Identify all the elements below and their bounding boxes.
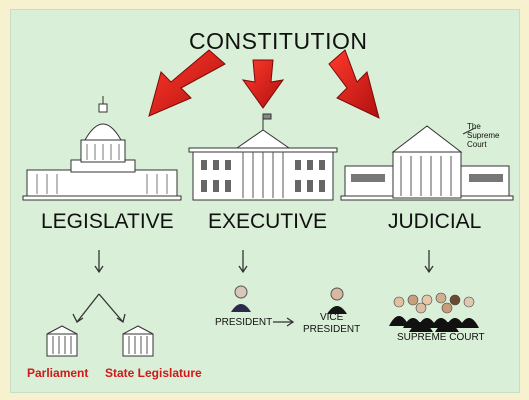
- state-legislature-building-icon: [122, 325, 154, 357]
- down-arrow-legislative: [94, 250, 104, 274]
- white-house-icon: [188, 113, 338, 201]
- vp-line-1: VICE: [319, 312, 344, 323]
- state-legislature-label: State Legislature: [105, 366, 202, 380]
- constitution-title: CONSTITUTION: [189, 28, 368, 54]
- judicial-label: JUDICIAL: [388, 210, 482, 233]
- arrow-to-judicial: [328, 49, 380, 119]
- diagram-panel: CONSTITUTION LEGISLATIVE EXECUTIVE JUDIC…: [10, 9, 520, 393]
- parliament-building-icon: [46, 325, 78, 357]
- vp-line-2: PRESIDENT: [303, 324, 361, 335]
- split-arrows-legislature: [72, 293, 126, 324]
- parliament-label: Parliament: [27, 366, 89, 380]
- supreme-court-justices-label: SUPREME COURT: [397, 332, 485, 343]
- vice-president-figure-icon: [327, 287, 347, 314]
- arrow-to-legislative: [148, 49, 226, 117]
- supreme-court-building-caption: The Supreme Court: [467, 122, 499, 149]
- down-arrow-judicial: [424, 250, 434, 274]
- president-figure-icon: [231, 285, 251, 312]
- caption-line-3: Court: [467, 140, 487, 149]
- president-label: PRESIDENT: [215, 317, 273, 328]
- arrow-to-executive: [241, 59, 285, 109]
- legislative-label: LEGISLATIVE: [41, 210, 174, 233]
- arrow-president-to-vp: [273, 317, 295, 327]
- capitol-building-icon: [22, 96, 182, 201]
- diagram-graphics: [22, 49, 514, 357]
- caption-line-1: The: [467, 122, 481, 131]
- supreme-court-building-icon: [340, 125, 514, 201]
- executive-label: EXECUTIVE: [208, 210, 328, 233]
- caption-line-2: Supreme: [467, 131, 500, 140]
- justices-group-icon: [389, 292, 479, 332]
- vice-president-label: VICE PRESIDENT: [303, 312, 360, 336]
- down-arrow-executive: [238, 250, 248, 274]
